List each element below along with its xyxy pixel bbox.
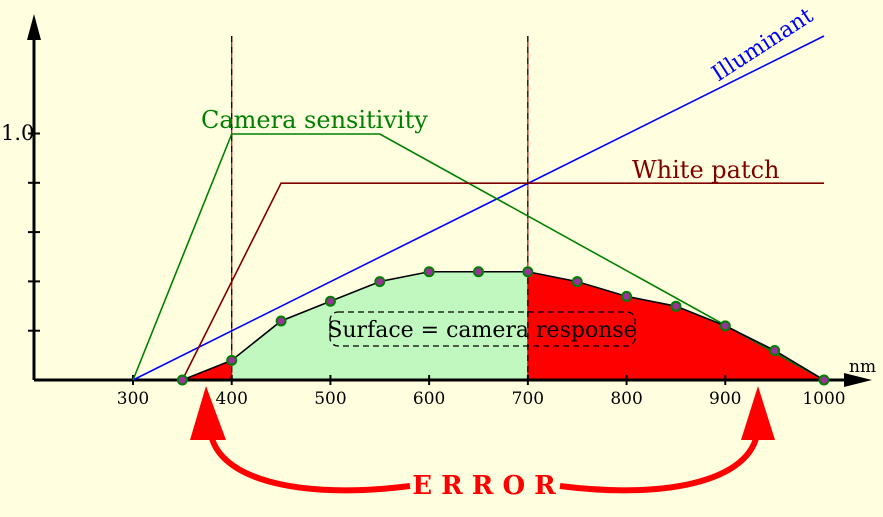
sample-dot-800 — [621, 290, 633, 302]
error-arrows — [190, 386, 775, 494]
camera-response-curve — [176, 266, 830, 386]
axes — [27, 14, 872, 387]
sample-dot-450 — [275, 315, 287, 327]
illuminant-line — [132, 35, 825, 381]
x-tick-label-700: 700 — [512, 389, 544, 409]
x-tick-labels: 300 400 500 600 700 800 900 1000 — [117, 389, 846, 409]
x-tick-label-400: 400 — [215, 389, 247, 409]
sample-dot-400 — [226, 354, 238, 366]
sample-dot-600 — [423, 266, 435, 278]
error-arrow-left — [207, 424, 411, 494]
sample-dot-900 — [719, 320, 731, 332]
error-arrow-right-head — [741, 386, 775, 440]
x-tick-label-300: 300 — [117, 389, 149, 409]
error-label: E R R O R — [412, 471, 556, 501]
in-band-area — [231, 271, 528, 380]
sample-dot-950 — [769, 344, 781, 356]
surface-label-box — [329, 311, 636, 347]
camera-response-line — [182, 270, 825, 381]
white-patch-line — [181, 182, 824, 381]
y-axis-arrow — [27, 14, 41, 40]
sample-dot-700 — [522, 266, 534, 278]
error-area-right — [527, 271, 824, 380]
white-patch-label: White patch — [632, 156, 780, 184]
sample-dot-550 — [374, 276, 386, 288]
sample-dot-350 — [176, 374, 188, 386]
band-boundary-lines — [231, 36, 529, 380]
x-tick-label-600: 600 — [413, 389, 445, 409]
x-tick-label-800: 800 — [610, 389, 642, 409]
sample-dot-850 — [670, 300, 682, 312]
sample-dot-750 — [571, 276, 583, 288]
axis-ticks — [28, 132, 825, 385]
x-tick-label-500: 500 — [314, 389, 346, 409]
spectral-lines — [132, 35, 825, 381]
y-tick-label-1: 1.0 — [1, 121, 34, 145]
sample-dot-500 — [324, 295, 336, 307]
camera-sensitivity-label: Camera sensitivity — [201, 106, 428, 134]
sample-dot-1000 — [818, 374, 830, 386]
x-tick-label-1000: 1000 — [802, 389, 845, 409]
surface-label: Surface = camera response — [327, 318, 636, 343]
x-unit-label: nm — [849, 357, 876, 377]
camera-sensitivity-line — [132, 133, 825, 381]
error-arrow-right — [559, 424, 761, 494]
x-axis-arrow — [844, 373, 872, 387]
sample-dot-650 — [473, 266, 484, 278]
x-tick-label-900: 900 — [709, 389, 741, 409]
error-arrow-left-head — [190, 386, 226, 440]
